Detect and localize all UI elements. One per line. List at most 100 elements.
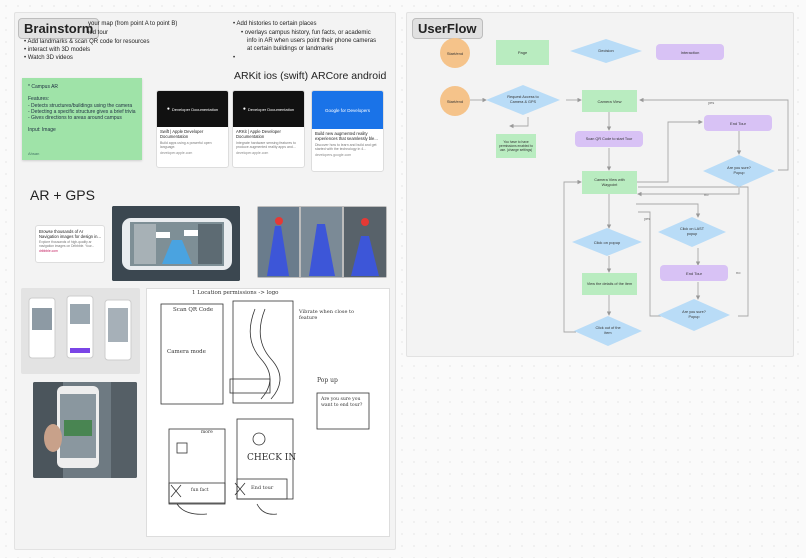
apple-icon: ● — [242, 106, 246, 112]
app-screens-image — [21, 288, 140, 374]
node-label: End Tour — [730, 120, 746, 126]
link-card-swift[interactable]: ●Developer Documentation Swift | Apple D… — [156, 90, 229, 168]
arkit-heading: ARKit ios (swift) — [234, 70, 309, 82]
sticky-line: - Gives directions to areas around campu… — [28, 115, 122, 122]
card-desc: Build apps using a powerful open languag… — [160, 141, 212, 150]
sketch-fun-fact: fun fact — [191, 488, 209, 493]
sketch-more: more — [201, 430, 213, 435]
node-label: Request Access to Camera & GPS — [507, 95, 539, 104]
card-banner: Google for Developers — [312, 91, 383, 129]
sticky-line: Input: Image — [28, 127, 56, 134]
sticky-line: Features: — [28, 96, 50, 103]
node-label: Camera View with Waypoint — [594, 177, 625, 187]
card-url: developer.apple.com — [236, 151, 269, 156]
ar-navigation-screens-image — [257, 206, 387, 278]
ar-gps-heading: AR + GPS — [30, 187, 95, 203]
node-click-popup[interactable]: Click on popup — [572, 228, 642, 256]
userflow-diagram: yes no yes no — [470, 97, 789, 333]
sticky-author: Ahsan — [28, 151, 40, 156]
node-view-details[interactable]: View the details of the item — [582, 273, 637, 295]
node-end-tour-top[interactable]: End Tour — [704, 115, 772, 131]
node-are-you-sure-top[interactable]: Are you sure? Popup — [703, 155, 775, 187]
card-desc: Discover how to learn and build and get … — [315, 143, 377, 152]
sketch-popup-text: Are you sure you want to end tour? — [321, 397, 363, 408]
node-label: Start/end — [446, 98, 464, 104]
edge-label-yes: yes — [644, 216, 650, 221]
node-label: Scan QR Code to start Tour — [585, 137, 633, 141]
legend-page[interactable]: Page — [496, 40, 549, 65]
card-title: Browse thousands of Ar Navigation images… — [39, 229, 101, 239]
sketch-checkin: CHECK IN — [247, 453, 297, 463]
node-end-tour-mid[interactable]: End Tour — [660, 265, 728, 281]
sketch-vibrate: Vibrate when close to feature — [299, 309, 355, 321]
sticky-note[interactable]: * Campus AR Features:- Detects structure… — [22, 78, 142, 160]
legend-decision[interactable]: Decision — [570, 39, 642, 63]
bullet-item: at certain buildings or landmarks — [247, 46, 334, 52]
wireframe-sketch[interactable]: 1 Location permissions -> logo Scan QR C… — [146, 288, 390, 537]
arcore-heading: ARCore android — [311, 70, 387, 82]
sketch-end-tour: End tour — [251, 485, 274, 491]
node-click-last[interactable]: Click on LAST popup — [658, 217, 726, 247]
link-card-arkit[interactable]: ●Developer Documentation ARKit | Apple D… — [232, 90, 305, 168]
node-permissions[interactable]: You have to have permissions enabled to … — [496, 134, 536, 158]
sketch-drawing — [160, 300, 370, 515]
apple-icon: ● — [166, 106, 170, 112]
bullet-item: your map (from point A to point B) — [88, 21, 178, 27]
sticky-line: - Detecting a specific structure gives a… — [28, 108, 136, 115]
node-label: You have to have permissions enabled to … — [499, 140, 533, 152]
node-scan-qr[interactable]: Scan QR Code to start Tour — [575, 131, 643, 147]
node-label: End Tour — [686, 270, 702, 276]
userflow-title[interactable]: UserFlow — [412, 18, 483, 39]
node-start[interactable]: Start/end — [440, 86, 470, 116]
legend-interaction[interactable]: Interaction — [656, 44, 724, 60]
edge-label-yes: yes — [708, 100, 714, 105]
node-are-you-sure-bottom[interactable]: Are you sure? Popup — [658, 299, 730, 331]
card-desc: Explore thousands of high-quality ar nav… — [39, 240, 95, 248]
node-request-access[interactable]: Request Access to Camera & GPS — [486, 85, 560, 115]
bullet-item: ied tour — [88, 30, 109, 36]
sketch-top-note: 1 Location permissions -> logo — [192, 290, 279, 296]
card-title: Build new augmented reality experiences … — [315, 131, 378, 141]
sketch-popup: Pop up — [317, 377, 338, 384]
bullet-item: • Add landmarks & scan QR code for resou… — [24, 39, 150, 45]
node-label: Click on popup — [593, 240, 621, 245]
bullet-item: • — [233, 55, 236, 61]
legend-start-end[interactable]: Start/end — [440, 38, 470, 68]
bullet-item: • Watch 3D videos — [24, 55, 73, 61]
bullet-item: • Add histories to certain places — [233, 21, 317, 27]
bullet-item: • interact with 3D models — [24, 47, 91, 53]
sticky-line: * Campus AR — [28, 84, 59, 90]
node-label: View the details of the item — [586, 282, 633, 286]
node-camera-view[interactable]: Camera View — [582, 90, 637, 112]
node-camera-waypoint[interactable]: Camera View with Waypoint — [582, 171, 637, 194]
node-click-out[interactable]: Click out of the item — [574, 316, 642, 346]
link-card-arcore[interactable]: Google for Developers Build new augmente… — [311, 90, 384, 172]
node-label: Are you sure? Popup — [727, 166, 751, 175]
sketch-scan-qr: Scan QR Code — [173, 307, 214, 313]
phone-camera-street-image — [33, 382, 137, 478]
link-card-dribbble[interactable]: Browse thousands of Ar Navigation images… — [35, 225, 105, 263]
card-title: Swift | Apple Developer Documentation — [160, 129, 204, 139]
legend-label: Start/end — [446, 50, 464, 56]
phone-ar-street-image — [112, 206, 240, 281]
bullet-item: info in AR when users point their phone … — [247, 38, 377, 44]
card-banner: ●Developer Documentation — [157, 91, 228, 127]
card-url: dribbble.com — [39, 249, 58, 253]
sketch-camera-mode: Camera mode — [167, 349, 206, 355]
card-url: developers.google.com — [315, 153, 352, 158]
node-label: Camera View — [597, 98, 622, 104]
legend-label: Decision — [598, 48, 614, 53]
sticky-line: - Detects structures/buildings using the… — [28, 102, 133, 109]
brainstorm-title[interactable]: Brainstorm — [18, 18, 100, 39]
node-label: Click on LAST popup — [679, 227, 705, 236]
legend-label: Interaction — [680, 49, 700, 55]
card-title: ARKit | Apple Developer Documentation — [236, 129, 281, 139]
card-url: developer.apple.com — [160, 151, 193, 156]
node-label: Click out of the item — [595, 326, 621, 335]
node-label: Are you sure? Popup — [682, 310, 706, 319]
edge-label-no: no — [736, 270, 741, 275]
card-banner: ●Developer Documentation — [233, 91, 304, 127]
legend-label: Page — [517, 50, 528, 55]
edge-label-no: no — [704, 192, 709, 197]
card-desc: Integrate hardware sensing features to p… — [236, 141, 296, 150]
